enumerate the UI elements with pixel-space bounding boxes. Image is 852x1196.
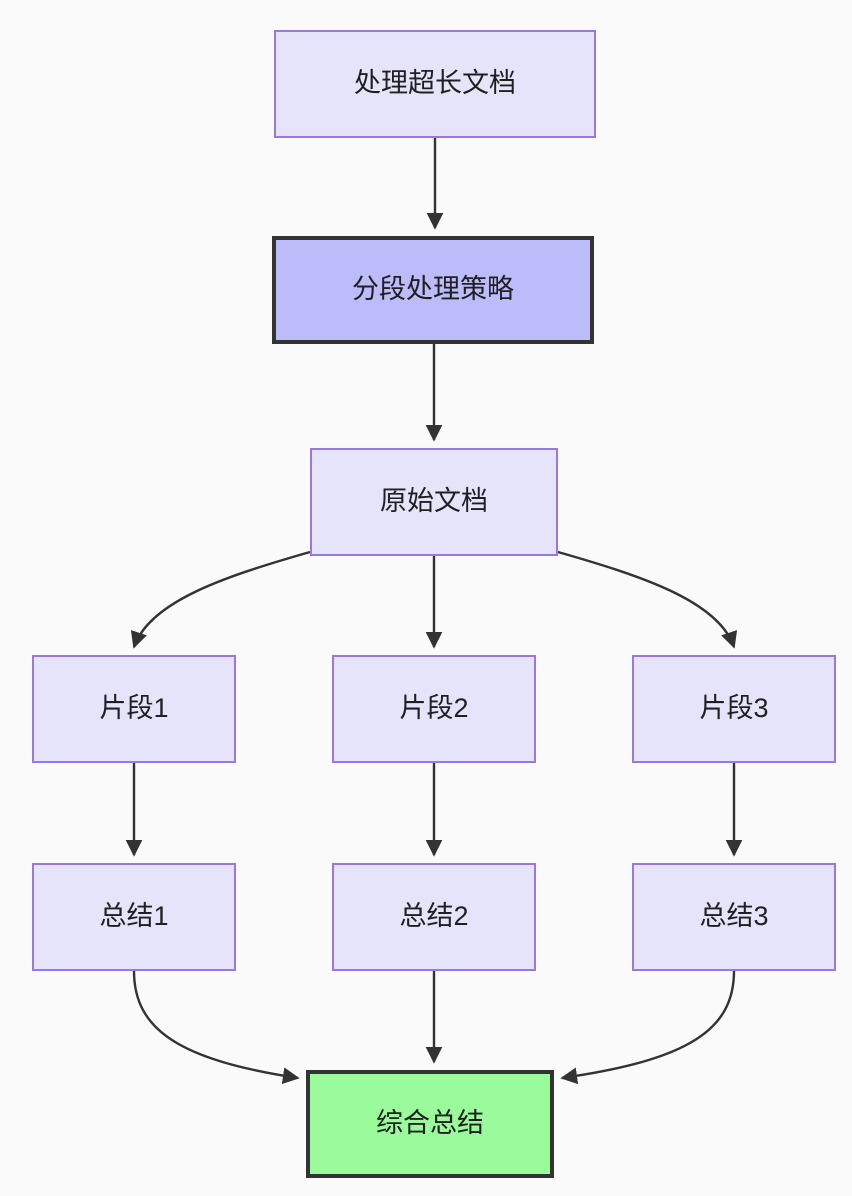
node-fragment-3[interactable]: 片段3: [632, 655, 836, 763]
node-label: 片段1: [99, 693, 169, 724]
edge-n3-n6: [557, 550, 738, 649]
node-summary-1[interactable]: 总结1: [32, 863, 236, 971]
node-fragment-1[interactable]: 片段1: [32, 655, 236, 763]
edge-n7-n10: [132, 970, 300, 1085]
node-label: 总结2: [399, 901, 469, 932]
node-label: 分段处理策略: [352, 274, 514, 305]
node-fragment-2[interactable]: 片段2: [332, 655, 536, 763]
node-label: 片段3: [699, 693, 769, 724]
node-process-long-document[interactable]: 处理超长文档: [274, 30, 596, 138]
edge-n9-n10: [560, 970, 736, 1085]
node-comprehensive-summary[interactable]: 综合总结: [306, 1070, 554, 1178]
node-summary-3[interactable]: 总结3: [632, 863, 836, 971]
node-label: 综合总结: [376, 1108, 484, 1139]
node-label: 总结1: [99, 901, 169, 932]
node-label: 总结3: [699, 901, 769, 932]
node-original-document[interactable]: 原始文档: [310, 448, 558, 556]
node-label: 原始文档: [380, 486, 488, 517]
node-label: 处理超长文档: [354, 68, 516, 99]
node-label: 片段2: [399, 693, 469, 724]
node-chunking-strategy[interactable]: 分段处理策略: [272, 236, 594, 344]
node-summary-2[interactable]: 总结2: [332, 863, 536, 971]
edge-n3-n4: [130, 550, 311, 649]
